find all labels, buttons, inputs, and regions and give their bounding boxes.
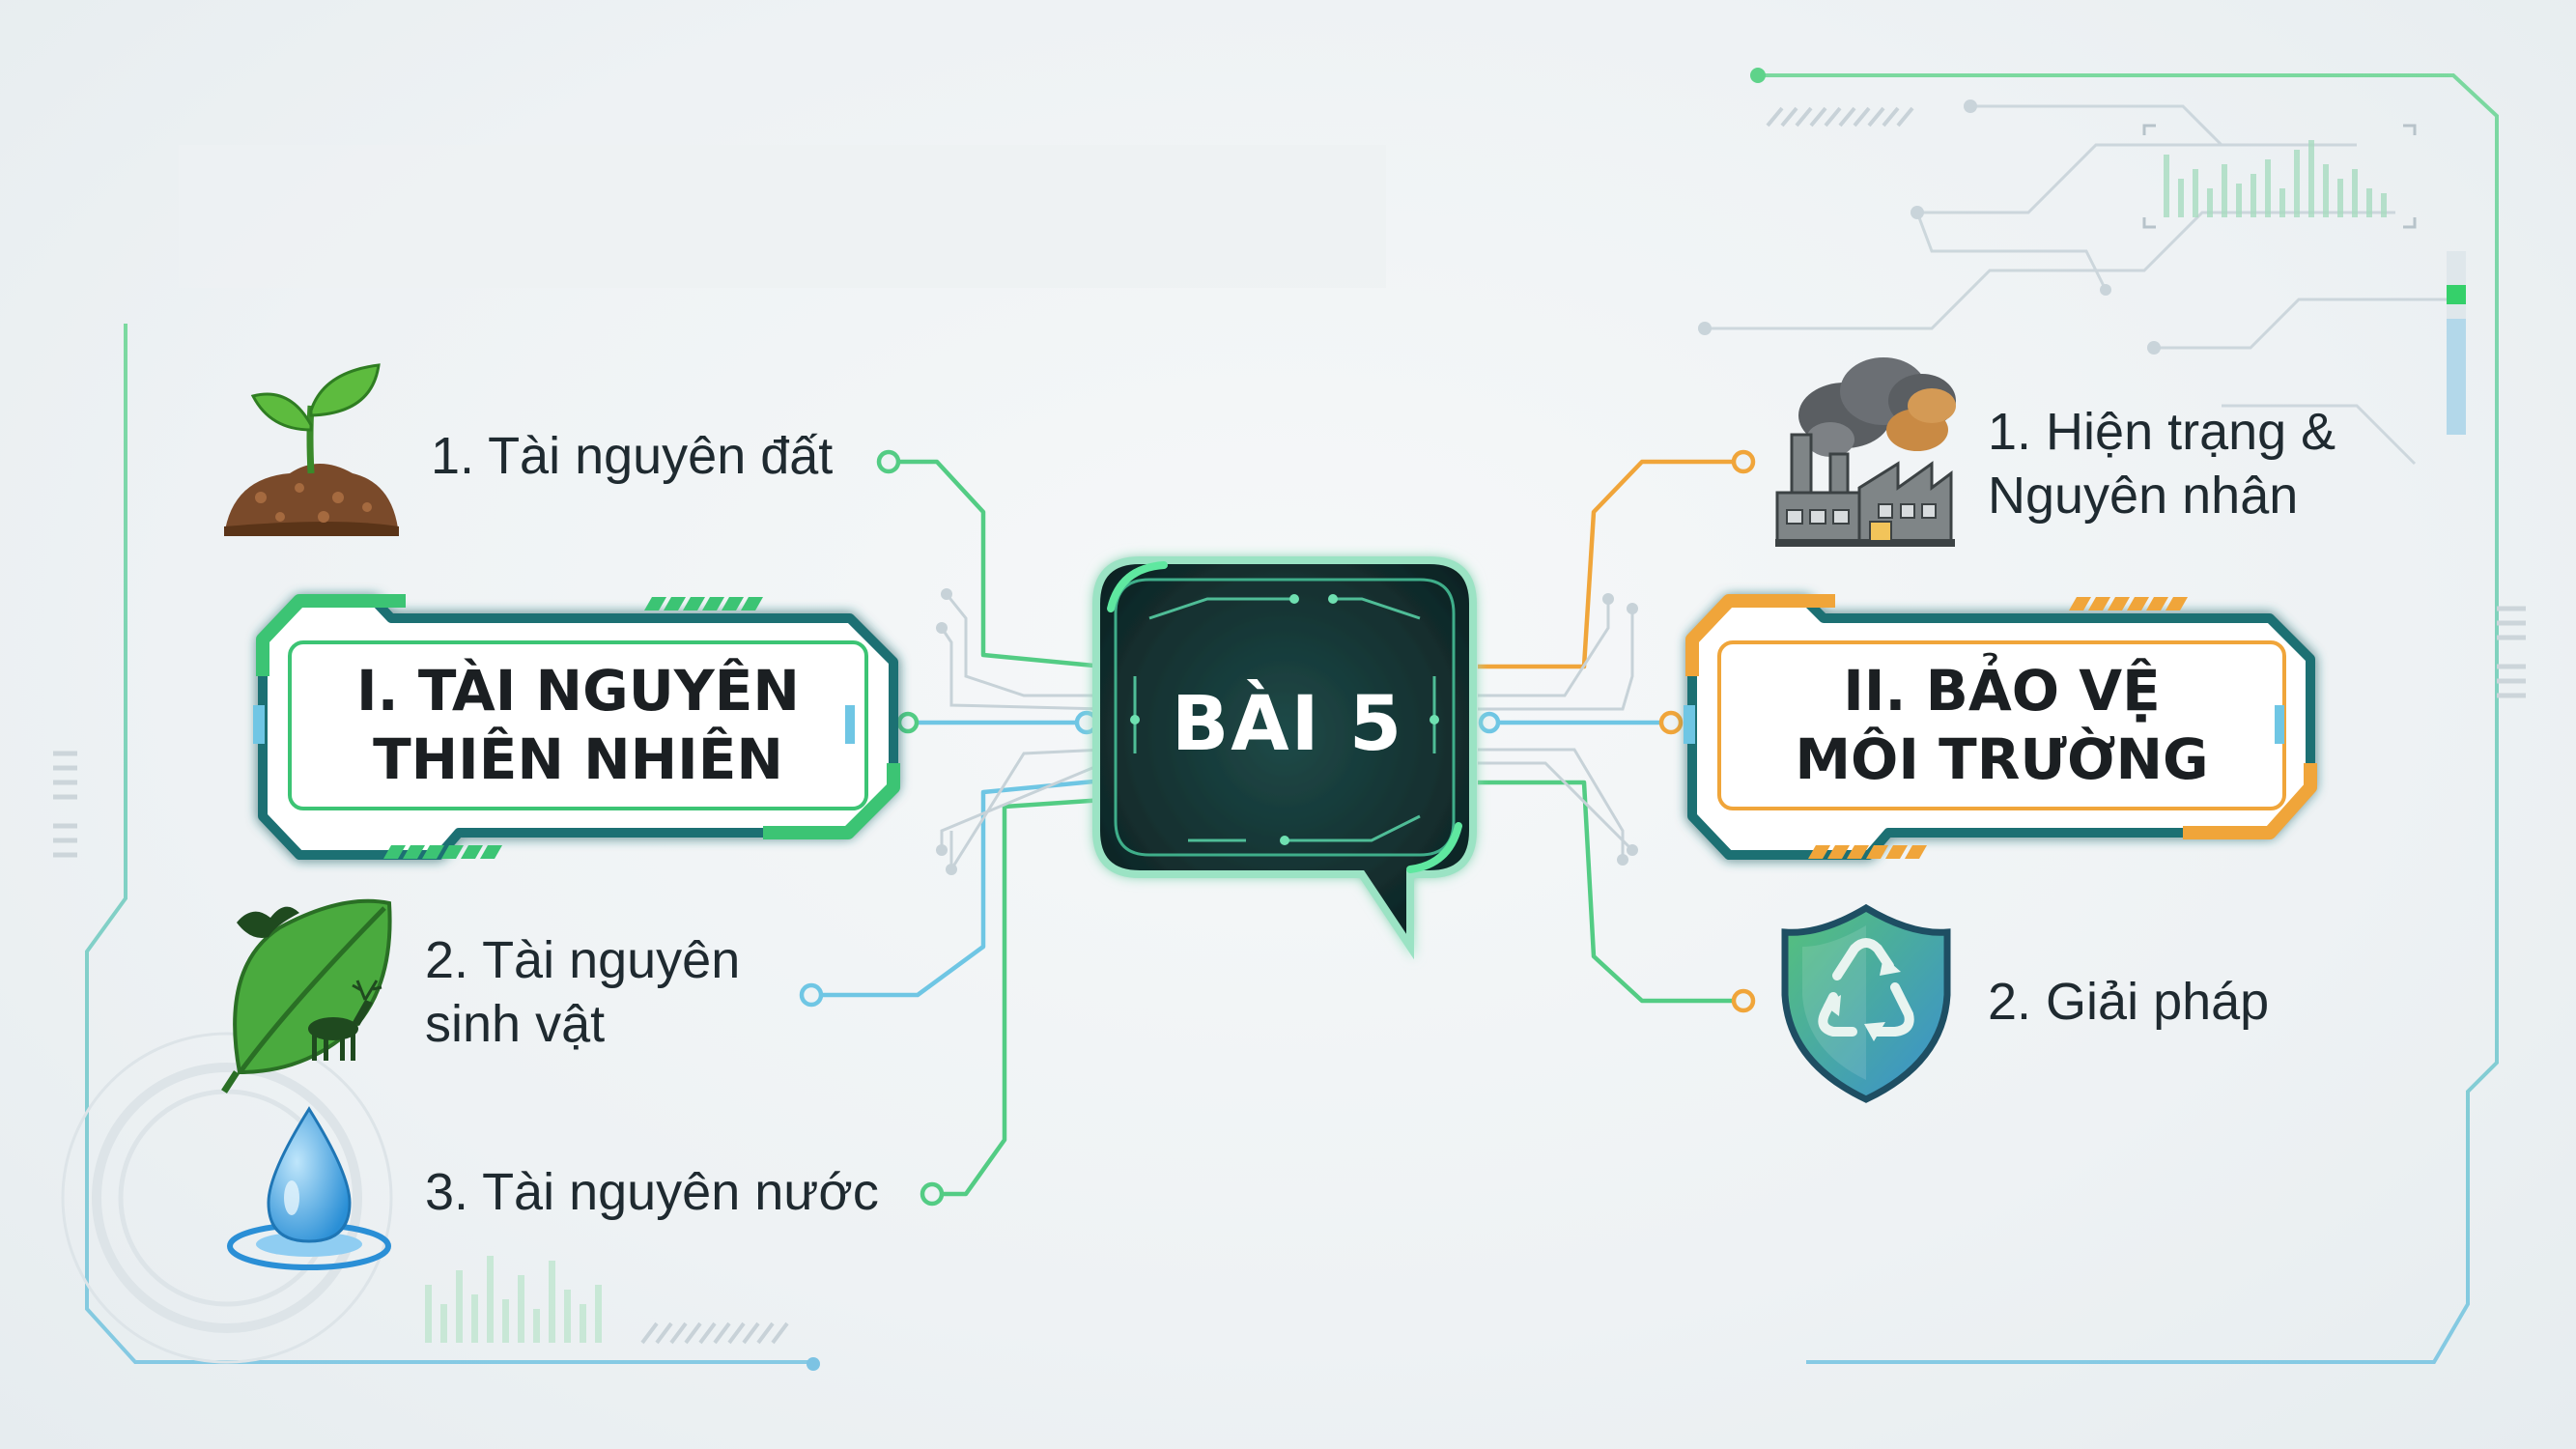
- right-item-2: 2. Giải pháp: [1988, 971, 2269, 1035]
- factory-pollution-icon: [1775, 357, 1956, 547]
- right-connector-ends: [1478, 449, 1756, 1013]
- left-item-2: 2. Tài nguyên sinh vật: [425, 929, 740, 1057]
- left-section-title-line-2: THIÊN NHIÊN: [373, 726, 783, 792]
- center-title-text: BÀI 5: [1171, 681, 1404, 768]
- water-drop-icon: [227, 1106, 391, 1270]
- recycle-shield-icon: [1781, 903, 1951, 1103]
- bg-circuit-nodes: [1698, 99, 2161, 355]
- bg-bracket: [2142, 124, 2417, 229]
- frame-node-dot: [1750, 68, 1766, 83]
- frame-node-dot: [807, 1357, 820, 1371]
- right-item-1: 1. Hiện trạng & Nguyên nhân: [1988, 401, 2335, 528]
- connector-left-item-3: [932, 797, 1105, 1197]
- right-micro-traces: [1478, 599, 1634, 860]
- left-section-title-box: I. TÀI NGUYÊN THIÊN NHIÊN: [290, 642, 866, 809]
- bg-level-gauge: [2447, 251, 2466, 435]
- center-title: BÀI 5: [1120, 580, 1455, 869]
- left-item-3: 3. Tài nguyên nước: [425, 1161, 879, 1225]
- left-connectors: [811, 459, 1105, 1197]
- bg-hatch-marks: [640, 106, 1914, 1345]
- connector-left-item-1: [889, 459, 1105, 669]
- leaf-wildlife-icon: [221, 898, 392, 1094]
- soil-sprout-icon: [224, 363, 399, 536]
- right-title-frame: [1684, 594, 2317, 860]
- bird-silhouette: [237, 906, 299, 938]
- connector-right-item-2: [1478, 780, 1743, 1004]
- right-item-1-label-line-1: 1. Hiện trạng &: [1988, 403, 2336, 461]
- bg-bar-chart-bottom-left: [425, 1256, 602, 1343]
- recycle-arrows: [1818, 938, 1914, 1037]
- left-item-3-label: 3. Tài nguyên nước: [425, 1163, 879, 1221]
- bg-bar-chart-top-right: [2164, 140, 2387, 217]
- center-speech-bubble: [1092, 556, 1477, 960]
- bg-circuit-traces: [1705, 104, 2453, 466]
- left-item-2-label-line-2: sinh vật: [425, 994, 606, 1053]
- connector-right-item-1: [1478, 459, 1743, 669]
- right-section-title-line-1: II. BẢO VỆ: [1843, 658, 2161, 724]
- connector-left-item-2: [811, 778, 1105, 998]
- center-circuit-nodes: [1130, 594, 1439, 845]
- left-item-1-label: 1. Tài nguyên đất: [431, 427, 834, 485]
- right-connectors: [1478, 459, 1743, 1004]
- left-item-2-label-line-1: 2. Tài nguyên: [425, 931, 741, 989]
- left-section-title-line-1: I. TÀI NGUYÊN: [356, 658, 800, 724]
- right-section-title-line-2: MÔI TRƯỜNG: [1795, 726, 2209, 792]
- right-item-1-label-line-2: Nguyên nhân: [1988, 466, 2299, 525]
- left-micro-traces: [940, 593, 1105, 875]
- right-frame-stripes: [1808, 597, 2188, 859]
- right-item-2-label: 2. Giải pháp: [1988, 973, 2270, 1031]
- deer-silhouette: [308, 980, 382, 1061]
- left-item-1: 1. Tài nguyên đất: [431, 425, 833, 489]
- right-micro-nodes: [1602, 593, 1638, 866]
- bg-side-ticks: [53, 606, 2526, 858]
- right-section-title-box: II. BẢO VỆ MÔI TRƯỜNG: [1719, 642, 2284, 809]
- left-connector-ends: [799, 449, 1099, 1207]
- left-frame-stripes: [383, 597, 763, 859]
- left-micro-nodes: [936, 588, 957, 875]
- background-panel: [179, 145, 1386, 288]
- left-title-frame: [253, 594, 900, 860]
